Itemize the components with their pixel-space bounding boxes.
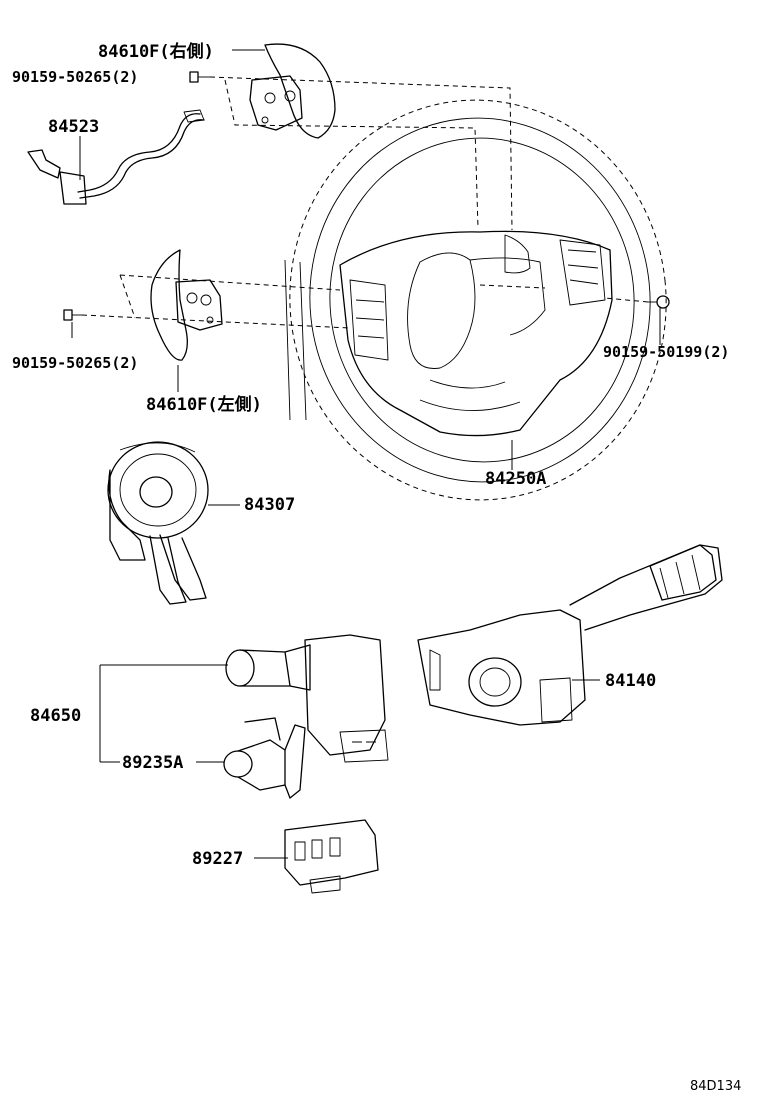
screw-left-drawing [63,309,82,321]
label-combination-switch: 84140 [605,671,656,691]
wire-harness-drawing [27,109,205,205]
module-drawing [284,819,379,894]
switch-assy-drawing [225,634,389,763]
label-module: 89227 [192,849,243,869]
label-screw-left: 90159-50265(2) [12,354,138,372]
paddle-left-drawing [150,249,223,361]
light-switch-drawing [223,717,306,799]
label-paddle-right: 84610F(右側) [98,41,214,62]
leader-lines [71,49,661,859]
alignment-lines [81,76,649,329]
spiral-cable-drawing [107,441,209,605]
paddle-right-drawing [249,43,336,139]
figure-code: 84D134 [690,1079,741,1094]
label-spiral-cable: 84307 [244,495,295,515]
label-screw-right: 90159-50199(2) [603,343,729,361]
label-steering-wheel: 84250A [485,469,546,489]
label-screw-top: 90159-50265(2) [12,68,138,86]
label-wire-harness: 84523 [48,117,99,137]
combination-switch-drawing [417,544,723,726]
label-light-switch: 89235A [122,753,183,773]
label-paddle-left: 84610F(左側) [146,394,262,415]
screw-top-drawing [189,71,210,83]
steering-wheel-drawing [284,99,667,501]
label-switch-assy: 84650 [30,706,81,726]
screw-right-drawing [648,295,670,309]
